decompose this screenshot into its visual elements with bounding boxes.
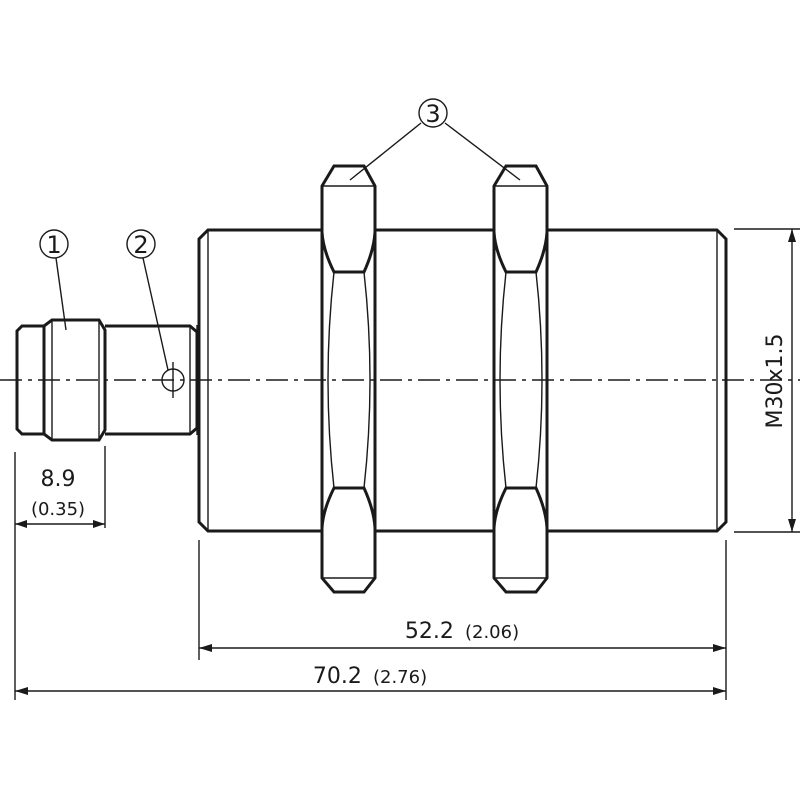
svg-text:70.2 (2.76): 70.2 (2.76) — [313, 664, 427, 689]
dimension-body-imperial: (2.06) — [465, 622, 519, 643]
svg-text:2: 2 — [133, 231, 148, 259]
dimension-body-metric: 52.2 — [405, 619, 454, 644]
dimension-total-imperial: (2.76) — [373, 667, 427, 688]
dimension-total-length: 70.2 (2.76) — [15, 664, 726, 695]
hex-nut-right — [492, 164, 549, 594]
extension-lines — [14, 228, 800, 700]
hex-nut-left — [320, 164, 377, 594]
svg-text:1: 1 — [46, 231, 61, 259]
dimension-connector-length: 8.9 (0.35) — [15, 467, 105, 528]
dimension-connector-metric: 8.9 — [41, 467, 76, 492]
dimension-connector-imperial: (0.35) — [31, 499, 85, 520]
dimension-total-metric: 70.2 — [313, 664, 362, 689]
svg-text:52.2 (2.06): 52.2 (2.06) — [405, 619, 519, 644]
dimension-thread-label: M30x1.5 — [763, 334, 788, 429]
callout-1: 1 — [39, 229, 69, 331]
callout-3: 3 — [349, 98, 521, 181]
svg-text:3: 3 — [425, 100, 440, 128]
dimension-thread: M30x1.5 — [763, 229, 796, 532]
callout-2: 2 — [126, 229, 169, 371]
dimension-body-length: 52.2 (2.06) — [199, 619, 726, 652]
